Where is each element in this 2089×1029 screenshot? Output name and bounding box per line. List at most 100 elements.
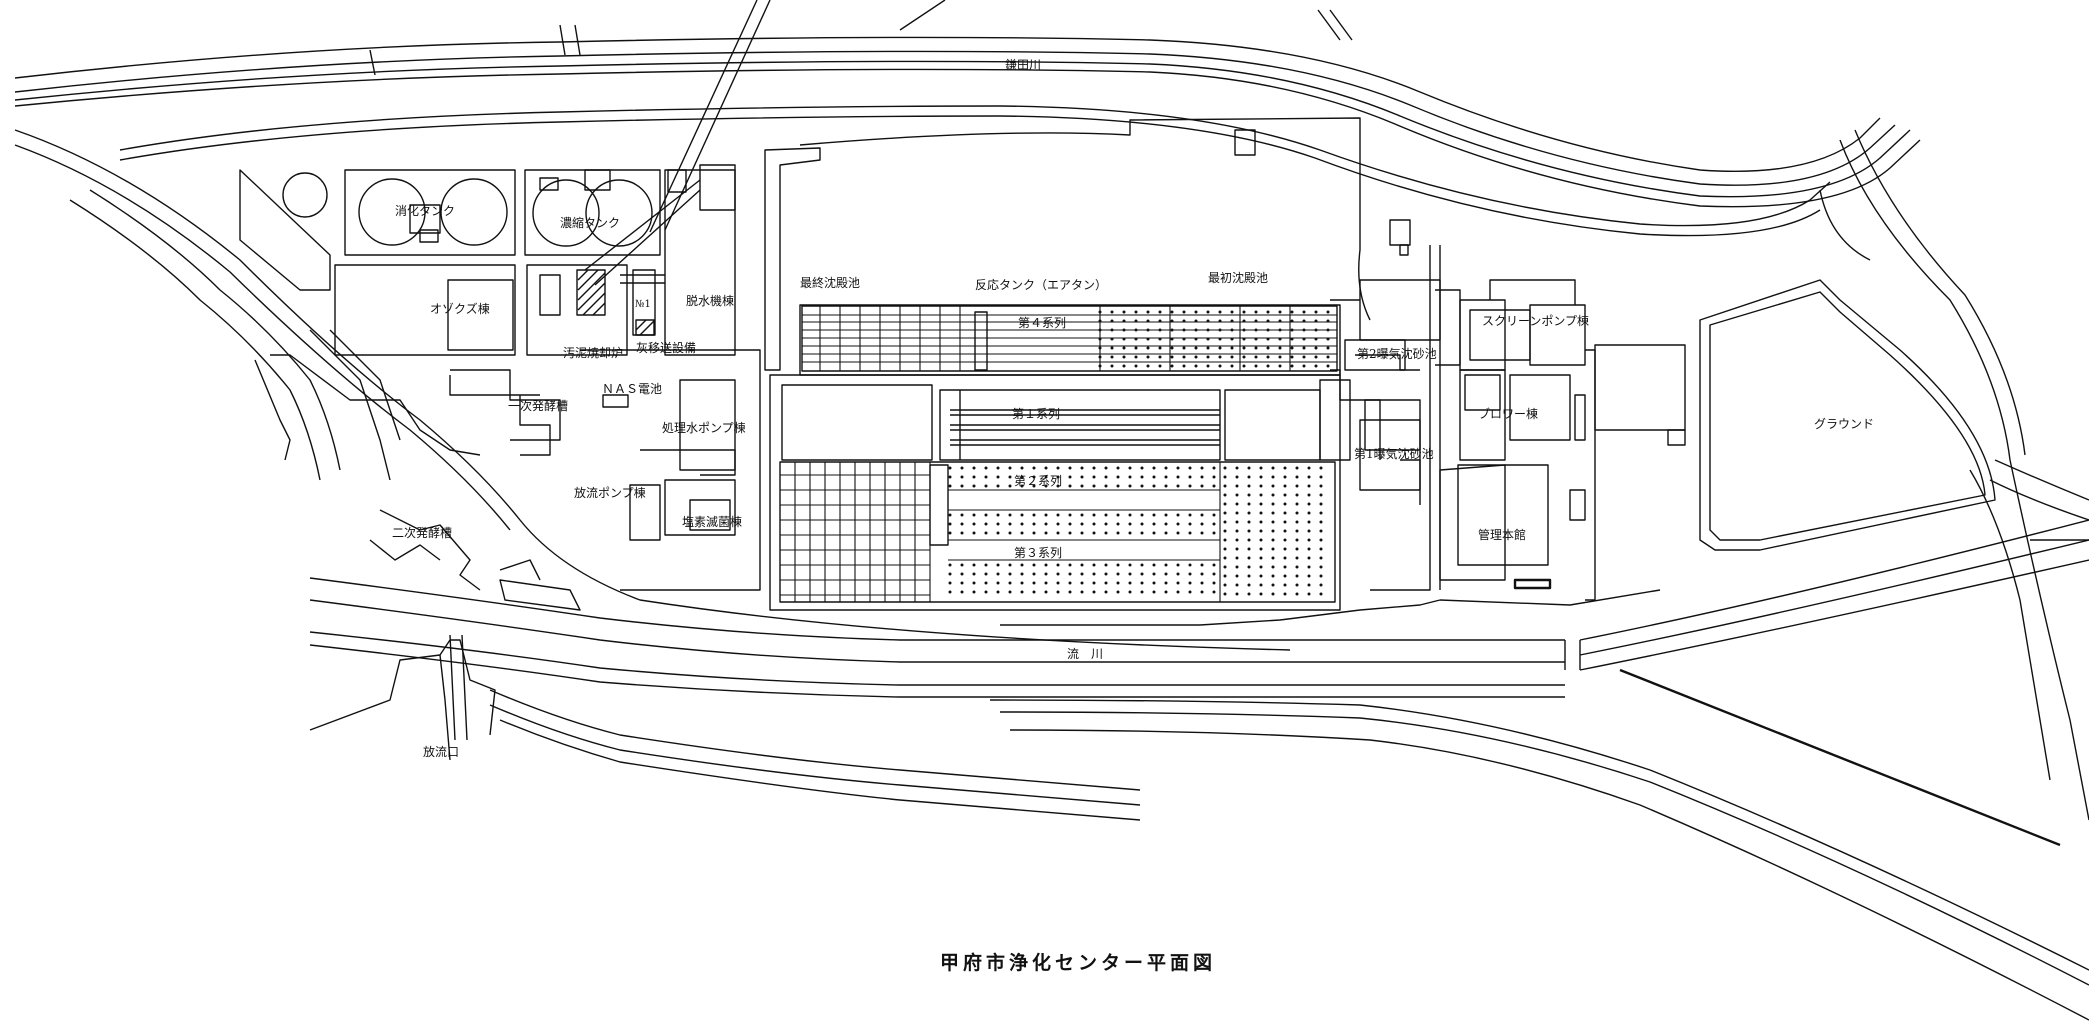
south-roads xyxy=(489,668,2089,1021)
diffuser-dot xyxy=(1278,337,1282,341)
diffuser-dot xyxy=(1092,563,1096,567)
diffuser-dot xyxy=(1212,531,1216,535)
diffuser-dot xyxy=(1223,565,1227,569)
diffuser-dot xyxy=(1242,364,1246,368)
diffuser-dot xyxy=(1128,522,1132,526)
series3-label: 第３系列 xyxy=(1014,546,1062,560)
diffuser-dot xyxy=(1164,522,1168,526)
diffuser-dot xyxy=(1164,590,1168,594)
diffuser-dot xyxy=(1158,364,1162,368)
diffuser-dot xyxy=(1223,520,1227,524)
diffuser-dot xyxy=(1068,484,1072,488)
diffuser-dot xyxy=(1314,310,1318,314)
diffuser-dot xyxy=(1326,355,1330,359)
diffuser-dot xyxy=(1295,529,1299,533)
diffuser-dot xyxy=(1176,475,1180,479)
diffuser-dot xyxy=(1134,328,1138,332)
discharge-pump-label: 放流ポンプ棟 xyxy=(574,485,646,500)
diffuser-dot xyxy=(1223,556,1227,560)
diffuser-dot xyxy=(972,466,976,470)
diffuser-dot xyxy=(1044,466,1048,470)
no1-label: №1 xyxy=(635,299,651,310)
diffuser-dot xyxy=(1271,565,1275,569)
diffuser-dot xyxy=(1235,538,1239,542)
diffuser-dot xyxy=(1098,337,1102,341)
diffuser-dot xyxy=(1110,364,1114,368)
diffuser-dot xyxy=(1319,565,1323,569)
diffuser-dot xyxy=(1271,484,1275,488)
diffuser-dot xyxy=(1206,328,1210,332)
diffuser-dot xyxy=(1080,475,1084,479)
diffuser-dot xyxy=(948,590,952,594)
diffuser-dot xyxy=(1032,466,1036,470)
diffuser-dot xyxy=(1302,319,1306,323)
diffuser-dot xyxy=(1271,493,1275,497)
diffuser-dot xyxy=(1259,502,1263,506)
diffuser-dot xyxy=(1080,590,1084,594)
diffuser-dot xyxy=(948,563,952,567)
diffuser-dot xyxy=(1194,364,1198,368)
diffuser-dot xyxy=(1212,475,1216,479)
diffuser-dot xyxy=(1194,337,1198,341)
diffuser-dot xyxy=(1056,484,1060,488)
diffuser-dot xyxy=(1242,337,1246,341)
central-compound xyxy=(764,117,1441,626)
diffuser-dot xyxy=(1307,484,1311,488)
diffuser-dot xyxy=(1223,592,1227,596)
diffuser-dot xyxy=(1212,563,1216,567)
diffuser-dot xyxy=(1182,319,1186,323)
diffuser-dot xyxy=(1200,572,1204,576)
diffuser-dot xyxy=(1295,583,1299,587)
diffuser-dot xyxy=(1212,513,1216,517)
diffuser-dot xyxy=(1182,337,1186,341)
diffuser-dot xyxy=(1307,493,1311,497)
diffuser-dot xyxy=(1230,328,1234,332)
diffuser-dot xyxy=(1032,531,1036,535)
diffuser-dot xyxy=(1104,513,1108,517)
diffuser-dot xyxy=(1283,538,1287,542)
diffuser-dot xyxy=(1182,346,1186,350)
diffuser-dot xyxy=(1080,572,1084,576)
diffuser-dot xyxy=(1128,484,1132,488)
diffuser-dot xyxy=(1194,319,1198,323)
diffuser-dot xyxy=(1140,572,1144,576)
diffuser-dot xyxy=(996,572,1000,576)
diffuser-dot xyxy=(1223,583,1227,587)
diffuser-dot xyxy=(948,484,952,488)
diffuser-dot xyxy=(1271,583,1275,587)
diffuser-dot xyxy=(1319,493,1323,497)
diffuser-dot xyxy=(1247,574,1251,578)
diffuser-dot xyxy=(1110,337,1114,341)
diffuser-dot xyxy=(1122,319,1126,323)
diffuser-dot xyxy=(1032,513,1036,517)
diffuser-dot xyxy=(1314,355,1318,359)
diffuser-dot xyxy=(1307,475,1311,479)
ground xyxy=(1699,279,1996,551)
diffuser-dot xyxy=(1188,522,1192,526)
diffuser-dot xyxy=(1223,493,1227,497)
diffuser-dot xyxy=(1295,592,1299,596)
diffuser-dot xyxy=(1128,475,1132,479)
diffuser-dot xyxy=(1230,355,1234,359)
diffuser-dot xyxy=(1152,522,1156,526)
diffuser-dot xyxy=(1032,484,1036,488)
diffuser-dot xyxy=(1008,484,1012,488)
diffuser-dot xyxy=(1188,484,1192,488)
diffuser-dot xyxy=(1302,346,1306,350)
diffuser-dot xyxy=(1314,328,1318,332)
diffuser-dot xyxy=(1158,346,1162,350)
diffuser-dot xyxy=(1319,502,1323,506)
diffuser-dot xyxy=(1319,466,1323,470)
diffuser-dot xyxy=(1200,484,1204,488)
diffuser-dot xyxy=(960,484,964,488)
diffuser-dot xyxy=(1092,484,1096,488)
diffuser-dot xyxy=(1290,319,1294,323)
diffuser-dot xyxy=(1290,346,1294,350)
diffuser-dot xyxy=(1146,310,1150,314)
diffuser-dot xyxy=(1259,583,1263,587)
diffuser-dot xyxy=(1307,538,1311,542)
diffuser-dot xyxy=(1020,522,1024,526)
diffuser-dot xyxy=(1068,513,1072,517)
diffuser-dot xyxy=(1170,328,1174,332)
